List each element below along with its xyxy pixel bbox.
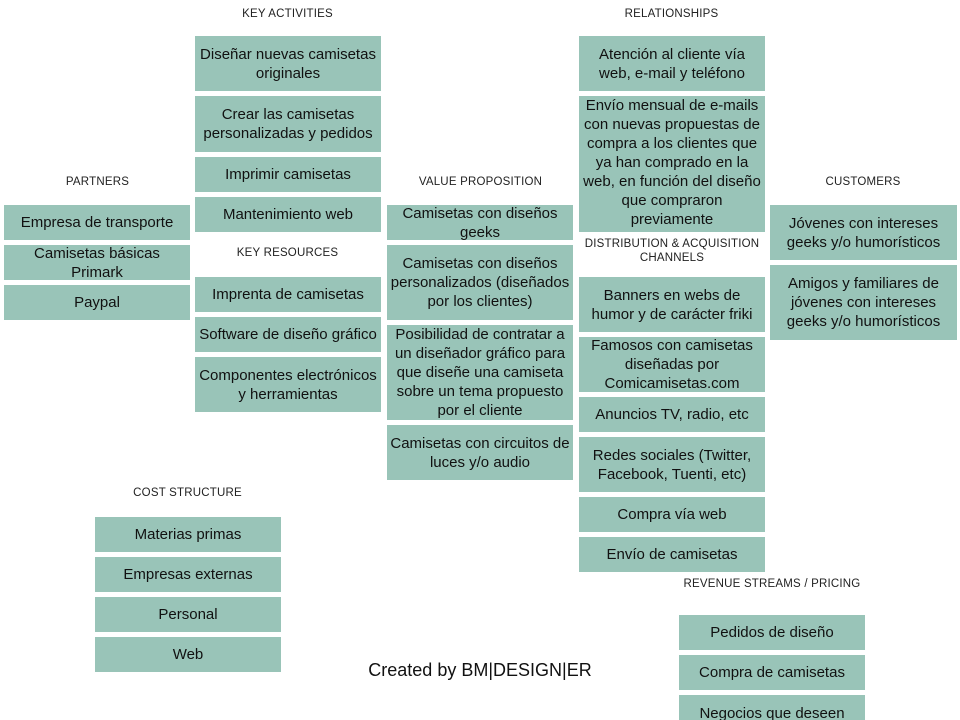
cost-item: Materias primas — [95, 517, 281, 552]
relationship-item: Atención al cliente vía web, e-mail y te… — [579, 36, 765, 91]
revenue-streams-header: REVENUE STREAMS / PRICING — [683, 578, 861, 590]
channel-item: Famosos con camisetas diseñadas por Comi… — [579, 337, 765, 392]
cost-item: Empresas externas — [95, 557, 281, 592]
value-proposition-item: Posibilidad de contratar a un diseñador … — [387, 325, 573, 420]
channel-item: Envío de camisetas — [579, 537, 765, 572]
value-proposition-header: VALUE PROPOSITION — [418, 176, 543, 188]
customer-item: Jóvenes con intereses geeks y/o humoríst… — [770, 205, 957, 260]
revenue-item: Pedidos de diseño — [679, 615, 865, 650]
key-activities-header: KEY ACTIVITIES — [242, 8, 333, 20]
key-activity-item: Diseñar nuevas camisetas originales — [195, 36, 381, 91]
key-activity-item: Crear las camisetas personalizadas y ped… — [195, 96, 381, 152]
value-proposition-item: Camisetas con circuitos de luces y/o aud… — [387, 425, 573, 480]
channel-item: Banners en webs de humor y de carácter f… — [579, 277, 765, 332]
revenue-item: Compra de camisetas — [679, 655, 865, 690]
key-resources-header: KEY RESOURCES — [236, 247, 339, 259]
partner-item: Empresa de transporte — [4, 205, 190, 240]
relationships-header: RELATIONSHIPS — [624, 8, 719, 20]
partner-item: Camisetas básicas Primark — [4, 245, 190, 280]
key-resource-item: Imprenta de camisetas — [195, 277, 381, 312]
key-activity-item: Mantenimiento web — [195, 197, 381, 232]
key-resource-item: Componentes electrónicos y herramientas — [195, 357, 381, 412]
key-resource-item: Software de diseño gráfico — [195, 317, 381, 352]
channels-header: DISTRIBUTION & ACQUISITION CHANNELS — [584, 238, 760, 264]
partners-header: PARTNERS — [65, 176, 130, 188]
customers-header: CUSTOMERS — [825, 176, 901, 188]
footer-credit: Created by BM|DESIGN|ER — [368, 660, 592, 680]
cost-item: Web — [95, 637, 281, 672]
cost-item: Personal — [95, 597, 281, 632]
key-activity-item: Imprimir camisetas — [195, 157, 381, 192]
value-proposition-item: Camisetas con diseños personalizados (di… — [387, 245, 573, 320]
relationship-item: Envío mensual de e-mails con nuevas prop… — [579, 96, 765, 232]
channel-item: Compra vía web — [579, 497, 765, 532]
revenue-item: Negocios que deseen — [679, 695, 865, 720]
cost-structure-header: COST STRUCTURE — [133, 487, 242, 499]
customer-item: Amigos y familiares de jóvenes con inter… — [770, 265, 957, 340]
value-proposition-item: Camisetas con diseños geeks — [387, 205, 573, 240]
partner-item: Paypal — [4, 285, 190, 320]
channel-item: Anuncios TV, radio, etc — [579, 397, 765, 432]
channel-item: Redes sociales (Twitter, Facebook, Tuent… — [579, 437, 765, 492]
